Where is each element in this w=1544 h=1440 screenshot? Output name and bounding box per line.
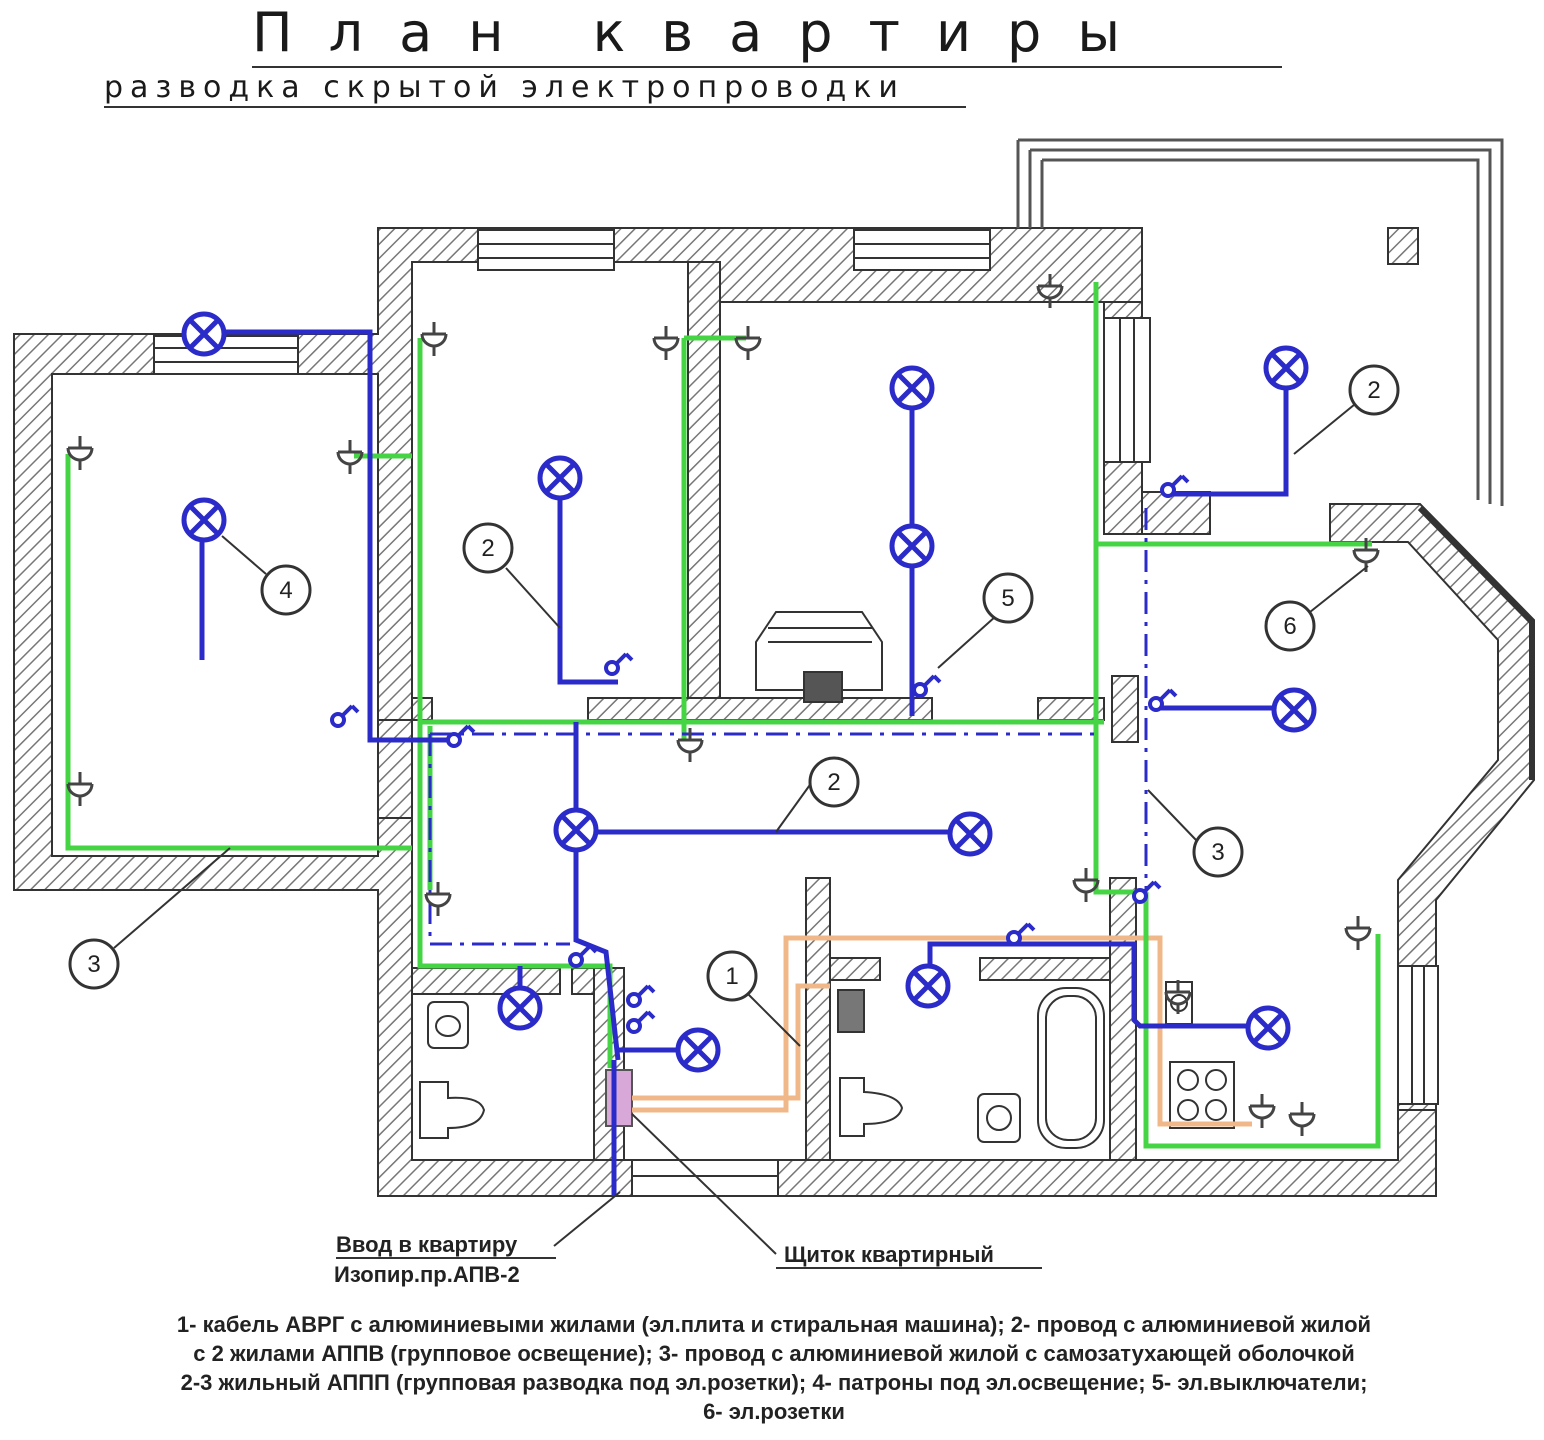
switches [330,474,1190,1034]
balcony-vent [1387,227,1419,265]
balcony-rail [1016,138,1504,506]
wall-corridor-top-b [587,697,933,721]
leader-lines [113,399,1369,1269]
fixtures [419,611,1235,1149]
marker-2: 2 [827,769,840,796]
lamp-icon [184,500,224,540]
marker-4: 4 [279,577,292,604]
legend: 1- кабель АВРГ с алюминиевыми жилами (эл… [14,1310,1534,1426]
marker-labels: 4 2 5 2 6 2 3 3 1 [87,377,1380,990]
wall-stub [1111,675,1139,743]
legend-line: 1- кабель АВРГ с алюминиевыми жилами (эл… [176,1312,1372,1337]
entry-wire-label: Изопир.пр.АПВ-2 [334,1262,520,1287]
marker-2: 2 [481,535,494,562]
dashed-routes [428,508,1148,946]
lamp-icon [1274,690,1314,730]
legend-line: 2-3 жильный АППП (групповая разводка под… [180,1370,1368,1395]
marker-5: 5 [1001,585,1014,612]
lamp-icon [556,810,596,850]
power-cable [632,935,1252,1127]
lamp-icon [1266,348,1306,388]
wall-bath-top-b [979,957,1111,981]
plan-title: План квартиры [252,4,1282,68]
legend-line: 6- эл.розетки [703,1399,845,1424]
wall-bath-left [805,877,831,1161]
lamp-icon [500,988,540,1028]
lamp-icon [892,526,932,566]
legend-line: с 2 жилами АППВ (групповое освещение); 3… [193,1341,1355,1366]
entry-title-label: Ввод в квартиру [336,1232,518,1257]
marker-circles [68,364,1400,1002]
plan-subtitle: разводка скрытой электропроводки [104,70,966,108]
wall-partition-1 [687,261,721,723]
lamp-icon [950,814,990,854]
wall-bath-top-a [829,957,881,981]
socket-wiring [65,282,1381,1149]
marker-6: 6 [1283,613,1296,640]
windows [153,229,1535,1197]
panel-label: Щиток квартирный [784,1242,994,1267]
lamp-icon [908,966,948,1006]
lamp-icon [540,458,580,498]
wall-left-room-inner [377,719,413,819]
marker-3: 3 [87,951,100,978]
lamp-icon [184,314,224,354]
lamp-icon [892,368,932,408]
marker-1: 1 [725,963,738,990]
lighting-wiring [199,329,1289,1196]
marker-3: 3 [1211,839,1224,866]
marker-2: 2 [1367,377,1380,404]
lamp-icon [678,1030,718,1070]
wall-wc-top-a [411,967,561,995]
lamp-icon [1248,1008,1288,1048]
